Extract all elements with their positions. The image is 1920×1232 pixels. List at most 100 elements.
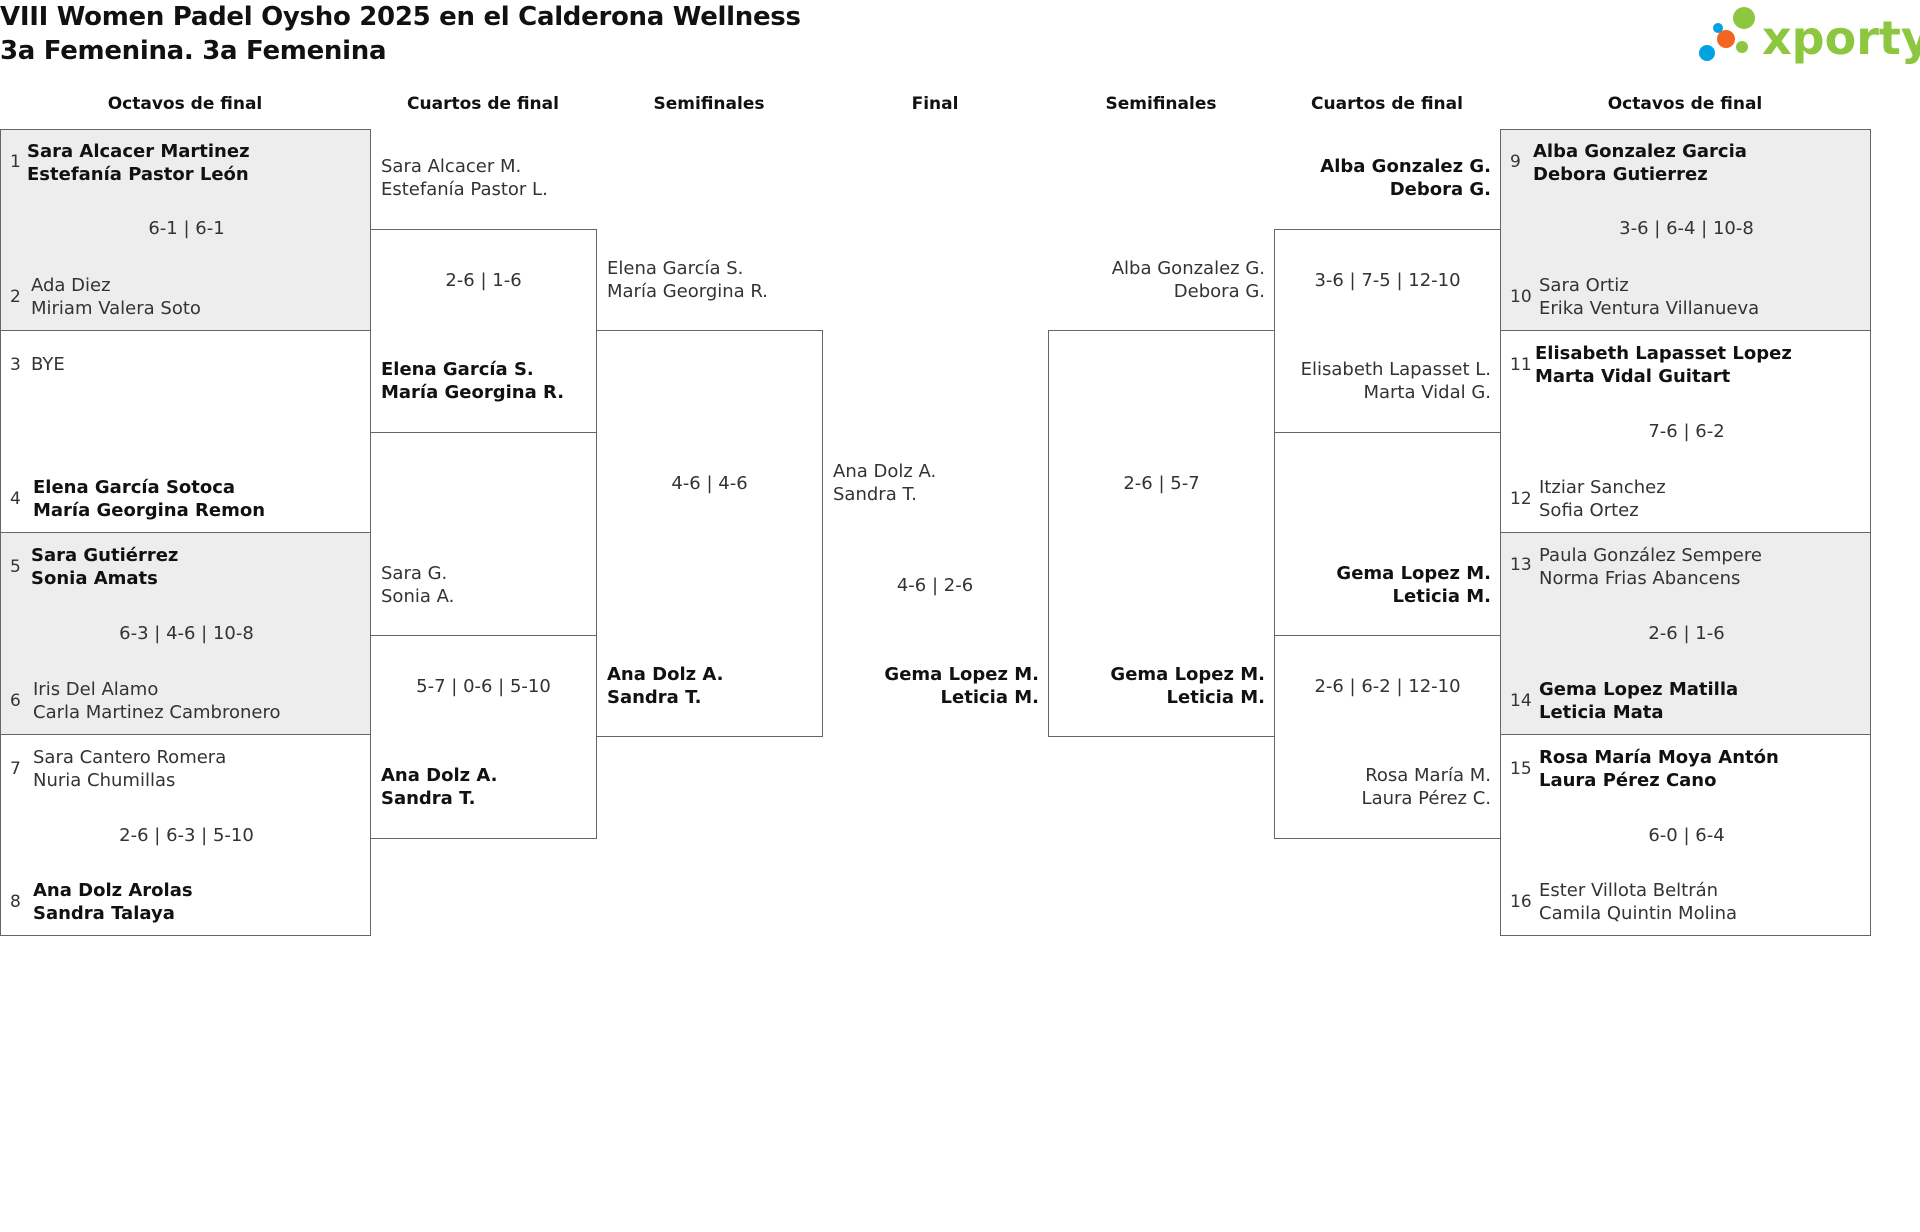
- seed-number: 14: [1510, 691, 1532, 711]
- left-qf-match-2: [370, 635, 597, 839]
- player-name: Alba Gonzalez G.: [1111, 258, 1265, 279]
- player-name: Rosa María Moya Antón: [1539, 747, 1779, 768]
- left-r16-match-1: 1 Sara Alcacer Martinez Estefanía Pastor…: [0, 129, 371, 331]
- player-name: Sara Alcacer M.: [381, 156, 522, 177]
- player-name: Sandra Talaya: [33, 903, 175, 924]
- player-name: María Georgina R.: [607, 281, 769, 302]
- right-r16-match-4: 15 Rosa María Moya Antón Laura Pérez Can…: [1500, 734, 1871, 936]
- match-score: 3-6 | 7-5 | 12-10: [1314, 270, 1461, 291]
- match-score: 6-0 | 6-4: [1648, 825, 1725, 846]
- final-score: 4-6 | 2-6: [896, 575, 974, 596]
- match-score: 2-6 | 5-7: [1123, 473, 1200, 494]
- player-name: Erika Ventura Villanueva: [1539, 298, 1760, 319]
- player-name: Elisabeth Lapasset Lopez: [1535, 343, 1792, 364]
- seed-number: 15: [1510, 759, 1532, 779]
- logo-dot-blue-small: [1713, 23, 1723, 33]
- right-r16-match-3: 13 Paula González Sempere Norma Frias Ab…: [1500, 532, 1871, 735]
- seed-number: 9: [1510, 152, 1521, 172]
- seed-number: 2: [10, 287, 21, 307]
- logo-dot-blue: [1699, 45, 1715, 61]
- col-header-right-sf: Semifinales: [1105, 94, 1217, 114]
- logo-dot-green-small: [1736, 41, 1748, 53]
- player-name: Sara Cantero Romera: [33, 747, 227, 768]
- match-score: 5-7 | 0-6 | 5-10: [416, 676, 551, 697]
- tournament-title: VIII Women Padel Oysho 2025 en el Calder…: [0, 2, 801, 32]
- player-name: Ester Villota Beltrán: [1539, 880, 1719, 901]
- match-score: 6-3 | 4-6 | 10-8: [119, 623, 254, 644]
- player-name: Sofia Ortez: [1539, 500, 1639, 521]
- match-score: 2-6 | 6-2 | 12-10: [1314, 676, 1461, 697]
- logo-text: xporty: [1762, 11, 1920, 65]
- player-name: Laura Pérez Cano: [1539, 770, 1717, 791]
- player-name: Itziar Sanchez: [1539, 477, 1666, 498]
- player-name: Debora G.: [1389, 179, 1491, 200]
- player-name: Leticia M.: [1392, 586, 1491, 607]
- match-score: 2-6 | 1-6: [445, 270, 522, 291]
- left-r16-match-2: 3 BYE 4 Elena García Sotoca María Georgi…: [0, 330, 371, 533]
- left-r16-match-4: 7 Sara Cantero Romera Nuria Chumillas 2-…: [0, 734, 371, 936]
- seed-number: 4: [10, 489, 21, 509]
- match-score: 3-6 | 6-4 | 10-8: [1619, 218, 1754, 239]
- player-name: Iris Del Alamo: [33, 679, 159, 700]
- col-header-left-qf: Cuartos de final: [407, 94, 559, 114]
- player-name: Sara Gutiérrez: [31, 545, 179, 566]
- seed-number: 10: [1510, 287, 1532, 307]
- player-name: Laura Pérez C.: [1361, 788, 1491, 809]
- player-name: Marta Vidal G.: [1363, 382, 1491, 403]
- player-name: Leticia M.: [940, 687, 1039, 708]
- seed-number: 13: [1510, 555, 1532, 575]
- player-name: Debora Gutierrez: [1533, 164, 1708, 185]
- player-name: Sara G.: [381, 563, 448, 584]
- match-score: 6-1 | 6-1: [148, 218, 225, 239]
- seed-number: 16: [1510, 892, 1532, 912]
- right-r16-match-2: 11 Elisabeth Lapasset Lopez Marta Vidal …: [1500, 330, 1871, 533]
- player-name: Alba Gonzalez Garcia: [1533, 141, 1747, 162]
- match-score: 2-6 | 1-6: [1648, 623, 1725, 644]
- player-name: Sandra T.: [381, 788, 476, 809]
- player-name: Nuria Chumillas: [33, 770, 176, 791]
- player-name: Leticia Mata: [1539, 702, 1664, 723]
- player-name: Carla Martinez Cambronero: [33, 702, 281, 723]
- seed-number: 1: [10, 152, 21, 172]
- player-name: Gema Lopez M.: [1336, 563, 1491, 584]
- col-header-left-r16: Octavos de final: [107, 94, 263, 114]
- player-name: Gema Lopez Matilla: [1539, 679, 1739, 700]
- player-name: Gema Lopez M.: [1110, 664, 1265, 685]
- player-name: BYE: [31, 354, 65, 375]
- seed-number: 7: [10, 759, 21, 779]
- seed-number: 8: [10, 892, 21, 912]
- player-name: Estefanía Pastor L.: [381, 179, 548, 200]
- seed-number: 6: [10, 691, 21, 711]
- player-name: Gema Lopez M.: [884, 664, 1039, 685]
- col-header-final: Final: [911, 94, 959, 114]
- player-name: Sandra T.: [833, 484, 918, 505]
- player-name: Elisabeth Lapasset L.: [1300, 359, 1491, 380]
- col-header-left-sf: Semifinales: [653, 94, 765, 114]
- player-name: Marta Vidal Guitart: [1535, 366, 1731, 387]
- xporty-logo: xporty: [1690, 2, 1920, 72]
- seed-number: 11: [1510, 355, 1532, 375]
- logo-dot-orange: [1717, 30, 1735, 48]
- seed-number: 3: [10, 355, 21, 375]
- player-name: Camila Quintin Molina: [1539, 903, 1738, 924]
- left-r16-match-3: 5 Sara Gutiérrez Sonia Amats 6-3 | 4-6 |…: [0, 532, 371, 735]
- player-name: Elena García S.: [381, 359, 534, 380]
- player-name: Leticia M.: [1166, 687, 1265, 708]
- seed-number: 5: [10, 557, 21, 577]
- player-name: Ana Dolz Arolas: [33, 880, 193, 901]
- player-name: Elena García S.: [607, 258, 744, 279]
- player-name: María Georgina R.: [381, 382, 565, 403]
- player-name: Miriam Valera Soto: [31, 298, 201, 319]
- player-name: Estefanía Pastor León: [27, 164, 249, 185]
- col-header-right-r16: Octavos de final: [1607, 94, 1763, 114]
- left-sf-match: [596, 330, 823, 737]
- player-name: Ada Diez: [31, 275, 111, 296]
- right-sf-match: [1048, 330, 1275, 737]
- player-name: Norma Frias Abancens: [1539, 568, 1741, 589]
- player-name: Alba Gonzalez G.: [1320, 156, 1491, 177]
- player-name: Sandra T.: [607, 687, 702, 708]
- match-score: 7-6 | 6-2: [1648, 421, 1725, 442]
- player-name: Elena García Sotoca: [33, 477, 236, 498]
- player-name: Sonia Amats: [31, 568, 158, 589]
- player-name: Paula González Sempere: [1539, 545, 1762, 566]
